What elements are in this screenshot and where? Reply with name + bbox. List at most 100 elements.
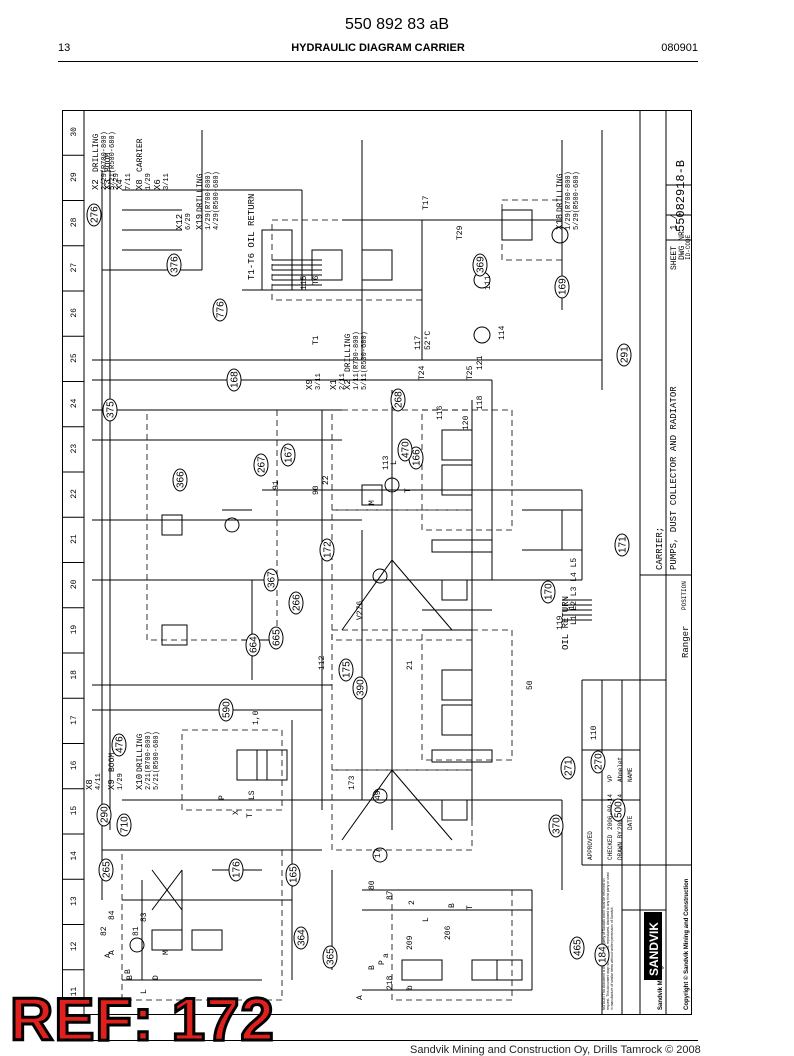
name-label: NAME [627, 767, 634, 782]
connector-ref: 4/29(R500-680) [213, 171, 221, 230]
component-label: T [466, 905, 475, 910]
component-label: L [422, 917, 431, 922]
callout-number: 270 [594, 753, 605, 770]
callout-number: 267 [257, 456, 268, 473]
callout-number: 291 [620, 346, 631, 363]
grid-number: 12 [70, 941, 79, 951]
callout-bubble [102, 398, 118, 422]
component-label: T6 [312, 275, 321, 285]
component-label: 90 [312, 485, 321, 495]
connector-label: X2 [91, 179, 101, 190]
callout-number: 167 [284, 446, 295, 463]
approved-label: APPROVED [587, 831, 594, 860]
callout-number: 168 [230, 371, 241, 388]
date-code: 080901 [661, 42, 698, 54]
connector-ref: 4/11 [95, 773, 103, 790]
connector-label: X2 [343, 379, 353, 390]
grid-number: 24 [70, 398, 79, 408]
component-label: T25 [466, 365, 475, 380]
connector-ref: 7/11 [125, 173, 133, 190]
callout-number: 710 [120, 816, 131, 833]
callout-bubble [98, 858, 114, 882]
callout-number: 276 [90, 206, 101, 223]
connector-label: X1 [329, 379, 339, 390]
callout-number: 366 [176, 471, 187, 488]
connector-label: X12 [175, 214, 185, 230]
callout-number: 169 [558, 278, 569, 295]
grid-number: 20 [70, 579, 79, 589]
component-label: 117 [414, 335, 423, 350]
callout-bubble [96, 803, 112, 827]
header-rule [58, 61, 698, 62]
grid-number: 13 [70, 896, 79, 906]
sandvik-logo: SANDVIK [647, 922, 661, 976]
component-label: 1 [568, 605, 577, 610]
connector-sub: DRILLING [92, 133, 101, 172]
id-label: ID-CODE [685, 234, 692, 260]
notice-box: NOTICE! This document is the exclusive p… [602, 872, 614, 1010]
component-label: 91 [272, 480, 281, 490]
callout-number: 175 [342, 661, 353, 678]
callout-bubble [226, 368, 242, 392]
grid-number: 28 [70, 217, 79, 227]
callout-number: 776 [216, 301, 227, 318]
callout-number: 500 [614, 801, 625, 818]
connector-sub: CARRIER [136, 138, 145, 172]
drawn-name: Ahnelet [617, 757, 624, 782]
header-row: 13 HYDRAULIC DIAGRAM CARRIER 080901 [58, 40, 698, 60]
date-label: DATE [627, 815, 634, 830]
component-label: 115 [300, 275, 309, 290]
document-code: 550 892 83 aB [344, 16, 450, 33]
connector-sub: BOOM [108, 753, 117, 772]
connector-ref: 2/21(R700-800) [145, 731, 153, 790]
component-label: X [232, 810, 241, 815]
connector-ref: 3/11 [315, 373, 323, 390]
grid-number: 14 [70, 851, 79, 861]
ref-badge: REF: 172 [9, 985, 276, 1055]
callout-number: 290 [100, 806, 111, 823]
connector-label: X6 [153, 179, 163, 190]
callout-bubble [253, 453, 269, 477]
callout-bubble [554, 275, 570, 299]
component-label: T [246, 813, 255, 818]
callout-bubble [268, 626, 284, 650]
component-label: 112 [318, 655, 327, 670]
callout-bubble [569, 936, 585, 960]
callout-number: 268 [394, 391, 405, 408]
callout-number: 664 [249, 636, 260, 653]
callout-number: 590 [222, 701, 233, 718]
callout-bubble [285, 863, 301, 887]
callout-number: 375 [106, 401, 117, 418]
component-label: P [378, 960, 387, 965]
component-label: 52°C [424, 331, 433, 350]
connector-ref: 1/11(R700-800) [353, 331, 361, 390]
copyright: Copyright © Sandvik Mining and Construct… [683, 878, 690, 1010]
component-label: L [390, 460, 399, 465]
component-label: P [218, 795, 227, 800]
component-label: 206 [444, 925, 453, 940]
footer-rule [58, 1040, 698, 1041]
component-label: 82 [100, 926, 109, 936]
hydraulic-diagram: .ln { stroke:#000; stroke-width:1; fill:… [62, 110, 692, 1015]
callout-number: 665 [272, 629, 283, 646]
callout-bubble [263, 568, 279, 592]
callout-bubble [397, 438, 413, 462]
component-label: 21 [406, 660, 415, 670]
component-label: T17 [422, 195, 431, 210]
connector-label: X4 [115, 179, 125, 190]
component-label: 111 [484, 275, 493, 290]
connector-label: X3 [103, 179, 113, 190]
callout-bubble [548, 814, 564, 838]
callout-bubble [288, 591, 304, 615]
connector-ref: 2/29 [113, 173, 121, 190]
callout-bubble [472, 253, 488, 277]
component-label: A [356, 995, 365, 1000]
component-label: 173 [348, 775, 357, 790]
connector-ref: 6/29 [185, 213, 193, 230]
checked-date: 2006-09-14 [607, 794, 614, 830]
component-label: 50 [526, 680, 535, 690]
grid-number: 29 [70, 172, 79, 182]
model-name: Ranger [681, 626, 691, 658]
